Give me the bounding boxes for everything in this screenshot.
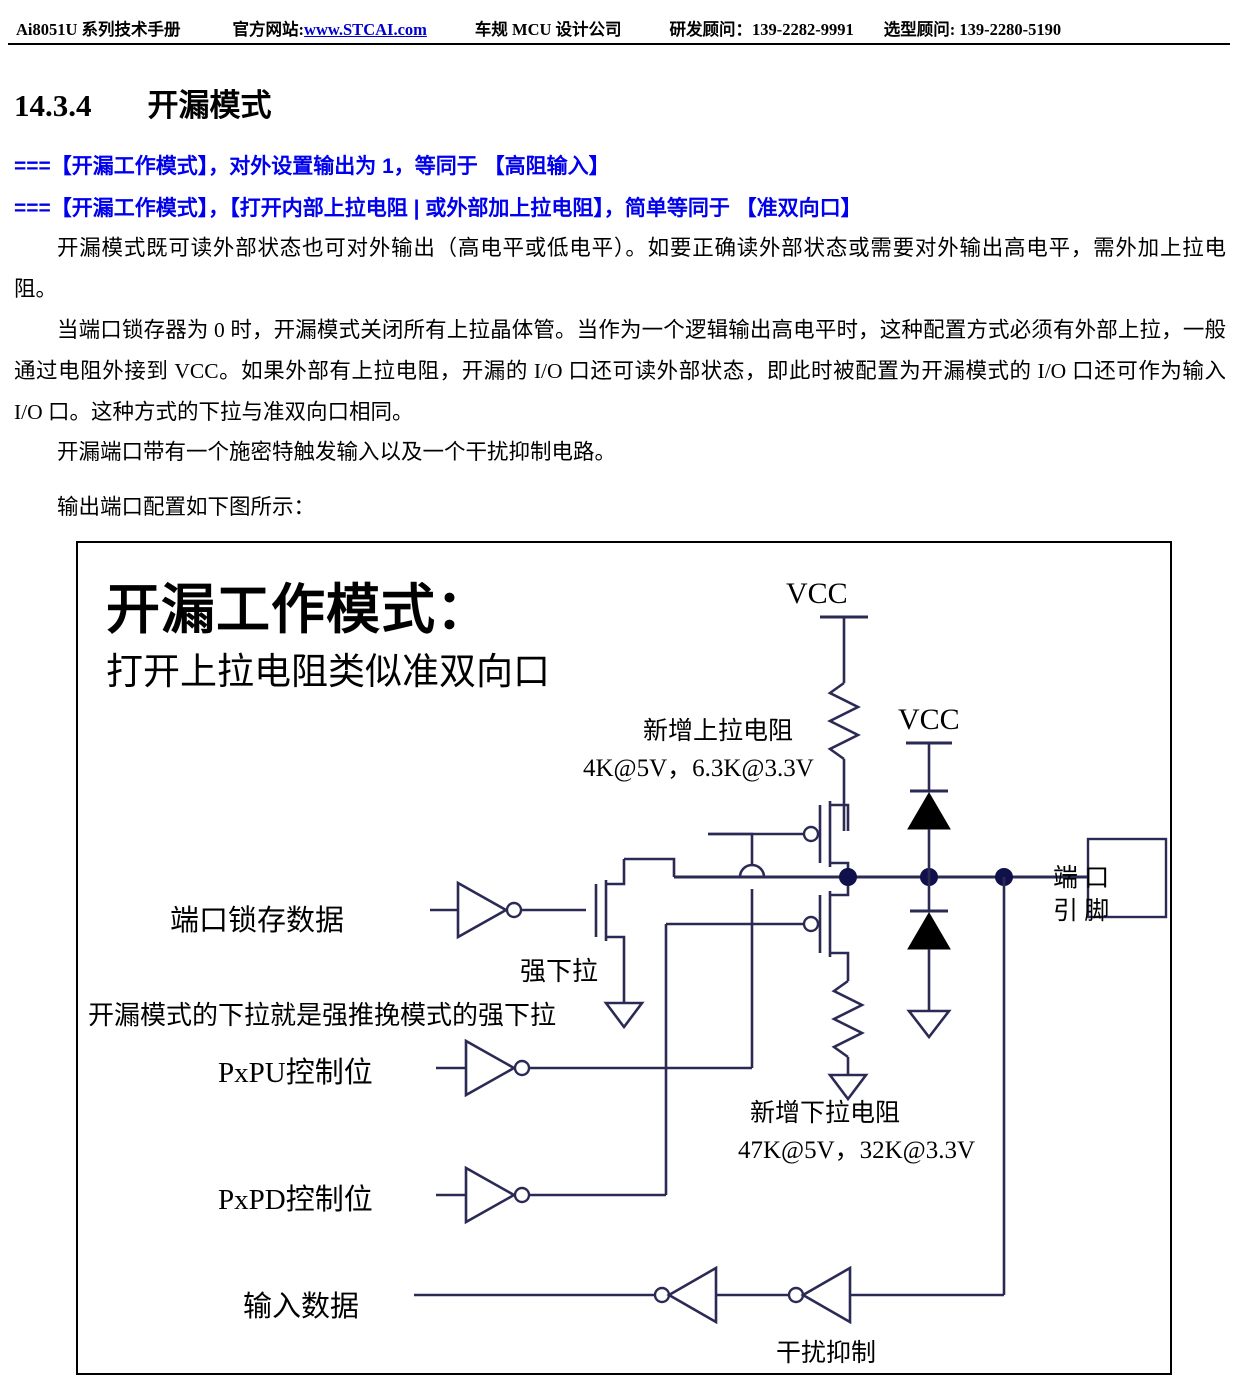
protection-diode-lower	[906, 877, 952, 1040]
figure-canvas: .w { stroke:#2a2a55; stroke-width:2.6; f…	[78, 543, 1170, 1373]
label-strong-pulldown: 强下拉	[520, 957, 599, 986]
pullup-resistor-symbol	[827, 681, 861, 831]
emphasis-line-1: ===【开漏工作模式】，对外设置输出为 1，等同于 【高阻输入】	[14, 155, 610, 178]
paragraph-4-text: 输出端口配置如下图所示：	[57, 495, 316, 519]
label-port-latch-data: 端口锁存数据	[170, 905, 345, 937]
port-latch-inverter	[430, 880, 586, 940]
label-noise-suppression: 干扰抑制	[776, 1340, 877, 1367]
figure-title-main: 开漏工作模式：	[106, 580, 491, 640]
label-vcc-right: VCC	[898, 703, 960, 736]
input-buffer-inverter-1	[653, 1265, 790, 1325]
strong-pulldown-nmos	[594, 859, 645, 1030]
header-site-link[interactable]: www.STCAI.com	[304, 20, 427, 39]
paragraph-2-text: 当端口锁存器为 0 时，开漏模式关闭所有上拉晶体管。当作为一个逻辑输出高电平时，…	[14, 318, 1226, 424]
paragraph-4: 输出端口配置如下图所示：	[14, 487, 1226, 528]
port-pin-box	[1086, 837, 1168, 919]
open-drain-circuit-figure: .w { stroke:#2a2a55; stroke-width:2.6; f…	[76, 541, 1172, 1375]
header-rd-consultant: 研发顾问：139-2282-9991	[669, 20, 854, 39]
vcc-right-rail-symbol	[906, 741, 952, 791]
strong-pulldown-drain-route	[624, 857, 676, 877]
header-selection-consultant: 选型顾问: 139-2280-5190	[883, 20, 1062, 39]
label-input-data: 输入数据	[243, 1291, 360, 1323]
paragraph-3-text: 开漏端口带有一个施密特触发输入以及一个干扰抑制电路。	[57, 440, 617, 464]
page-header: Ai8051U 系列技术手册 官方网站:www.STCAI.com 车规 MCU…	[0, 0, 1238, 46]
figure-title-sub: 打开上拉电阻类似准双向口	[106, 652, 550, 693]
label-pxpd-control-bit: PxPD控制位	[218, 1184, 373, 1216]
pxpd-inverter	[436, 1165, 666, 1225]
label-opendrain-note: 开漏模式的下拉就是强推挽模式的强下拉	[88, 1001, 557, 1030]
header-divider	[8, 43, 1230, 45]
label-pullup-resistor-name: 新增上拉电阻	[643, 718, 794, 745]
header-row: Ai8051U 系列技术手册 官方网站:www.STCAI.com 车规 MCU…	[0, 0, 1238, 42]
pmos-transistor-upper	[708, 801, 850, 877]
nmos-transistor-lower	[666, 877, 850, 981]
header-manual-title: Ai8051U 系列技术手册	[16, 20, 181, 39]
section-number: 14.3.4	[14, 88, 92, 123]
section-heading: 14.3.4 开漏模式	[14, 80, 272, 125]
label-pullup-resistor-value: 4K@5V，6.3K@3.3V	[583, 755, 814, 782]
protection-diode-upper	[907, 789, 951, 877]
port-node-bus	[674, 868, 1088, 886]
pxpu-inverter	[436, 1038, 752, 1098]
header-official-site: 官方网站:www.STCAI.com	[233, 16, 427, 40]
circuit-schematic-svg: .w { stroke:#2a2a55; stroke-width:2.6; f…	[414, 615, 1168, 1325]
vcc-top-rail-symbol	[820, 615, 868, 683]
pxpu-gate-route	[708, 832, 754, 1068]
label-pxpu-control-bit: PxPU控制位	[218, 1057, 373, 1089]
input-buffer-inverter-2	[787, 1265, 868, 1325]
input-sense-branch	[868, 877, 1006, 1297]
section-title-text: 开漏模式	[147, 88, 272, 123]
header-site-label: 官方网站:	[232, 20, 305, 39]
emphasis-line-2: ===【开漏工作模式】，【打开内部上拉电阻 | 或外部加上拉电阻】，简单等同于 …	[14, 197, 862, 220]
pulldown-resistor-symbol	[827, 979, 869, 1102]
paragraph-1-text: 开漏模式既可读外部状态也可对外输出（高电平或低电平）。如要正确读外部状态或需要对…	[14, 236, 1226, 301]
label-pulldown-resistor-value: 47K@5V，32K@3.3V	[738, 1137, 976, 1164]
paragraph-3: 开漏端口带有一个施密特触发输入以及一个干扰抑制电路。	[14, 432, 1226, 473]
label-port-pin-line1: 端 口	[1053, 865, 1110, 892]
paragraph-2: 当端口锁存器为 0 时，开漏模式关闭所有上拉晶体管。当作为一个逻辑输出高电平时，…	[14, 310, 1226, 433]
wire-hop-crossing	[738, 863, 766, 878]
label-vcc-top: VCC	[786, 577, 848, 610]
label-port-pin-line2: 引 脚	[1053, 898, 1110, 925]
paragraph-1: 开漏模式既可读外部状态也可对外输出（高电平或低电平）。如要正确读外部状态或需要对…	[14, 228, 1226, 310]
header-company: 车规 MCU 设计公司	[474, 20, 622, 39]
label-pulldown-resistor-name: 新增下拉电阻	[750, 1100, 901, 1127]
